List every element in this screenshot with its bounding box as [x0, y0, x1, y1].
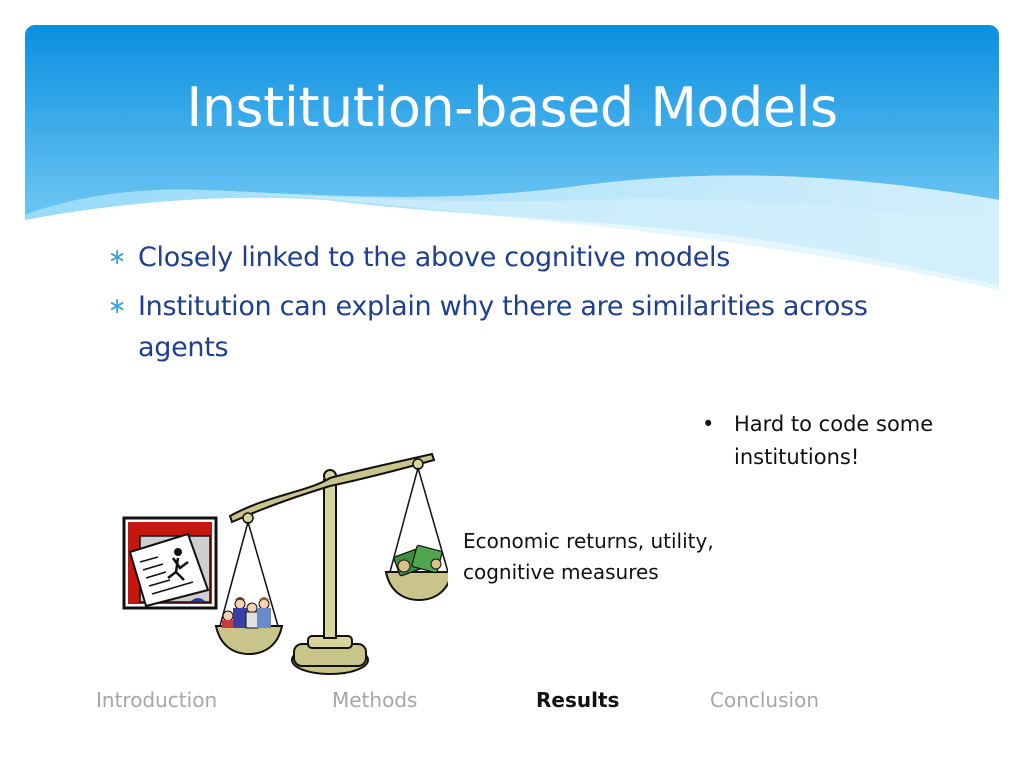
asterisk-bullet-icon: ∗: [108, 245, 127, 270]
money-icon: [393, 544, 443, 577]
bullet-text: Closely linked to the above cognitive mo…: [138, 242, 731, 273]
header-wave-background: [25, 25, 999, 290]
asterisk-bullet-icon: ∗: [108, 294, 127, 319]
nav-item-methods[interactable]: Methods: [332, 688, 418, 712]
nav-item-results[interactable]: Results: [536, 688, 620, 712]
nav-item-introduction[interactable]: Introduction: [96, 688, 218, 712]
bullet-item: ∗ Institution can explain why there are …: [108, 286, 868, 368]
side-note: • Hard to code some institutions!: [702, 408, 982, 474]
balance-scale-icon: [214, 452, 448, 675]
side-note-text: Hard to code some institutions!: [734, 412, 934, 469]
people-group-icon: [222, 597, 271, 629]
slide-header: [25, 25, 999, 290]
dot-bullet-icon: •: [702, 412, 715, 436]
nav-item-conclusion[interactable]: Conclusion: [710, 688, 819, 712]
scale-label: Economic returns, utility, cognitive mea…: [463, 529, 714, 584]
balance-scale-illustration: [122, 452, 448, 675]
slide-title: Institution-based Models: [186, 76, 838, 139]
bullet-list: ∗ Closely linked to the above cognitive …: [108, 237, 868, 376]
bullet-text: Institution can explain why there are si…: [138, 291, 868, 363]
newspaper-icon: [122, 516, 218, 610]
bullet-item: ∗ Closely linked to the above cognitive …: [108, 237, 868, 278]
section-navigation: Introduction Methods Results Conclusion: [0, 688, 1024, 718]
